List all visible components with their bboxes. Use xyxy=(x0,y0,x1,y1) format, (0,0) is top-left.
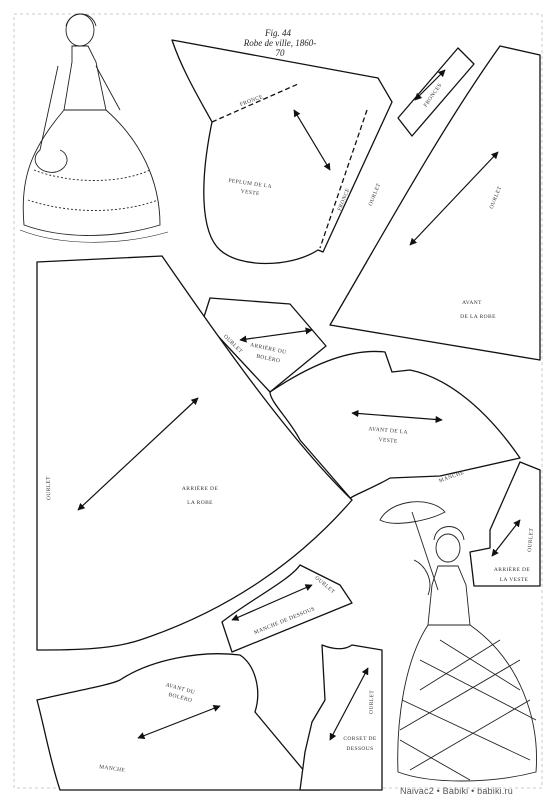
figure-title: Robe de ville, 1860-70 xyxy=(243,38,317,58)
watermark: Naivac2 • Babiki • babiki.ru xyxy=(400,786,513,796)
label-avant-veste-1: AVANT DE LA xyxy=(368,426,408,435)
doll-illustration-bottom xyxy=(379,501,537,782)
figure-number: Fig. 44 xyxy=(265,28,291,38)
label-arriere-veste-1: ARRIÈRE DE xyxy=(494,565,530,573)
label-arriere-robe-2: LA ROBE xyxy=(187,500,213,506)
doll-illustration-top xyxy=(19,13,169,243)
label-peplum-2: VESTE xyxy=(240,189,260,198)
mark-ourlet-arriere-veste: OURLET xyxy=(527,527,535,552)
label-avant-robe-2: DE LA ROBE xyxy=(460,314,496,320)
mark-ourlet-corset: OURLET xyxy=(369,690,376,715)
label-corset-1: CORSET DE xyxy=(343,736,377,742)
mark-manche-bolero: MANCHE xyxy=(99,764,126,774)
piece-peplum-de-la-veste xyxy=(171,39,393,265)
label-arriere-robe-1: ARRIÈRE DE xyxy=(182,484,218,492)
label-arriere-veste-2: LA VESTE xyxy=(500,577,529,583)
label-avant-veste-2: VESTE xyxy=(378,437,398,445)
mark-ourlet-peplum: OURLET xyxy=(368,182,383,207)
mark-ourlet-arriere-robe: OURLET xyxy=(46,476,53,501)
grain-arrows xyxy=(77,69,521,741)
label-avant-robe-1: AVANT xyxy=(462,300,482,306)
piece-corset-de-dessous xyxy=(299,644,383,791)
piece-avant-de-la-veste xyxy=(269,350,521,501)
label-corset-2: DESSOUS xyxy=(346,746,373,752)
